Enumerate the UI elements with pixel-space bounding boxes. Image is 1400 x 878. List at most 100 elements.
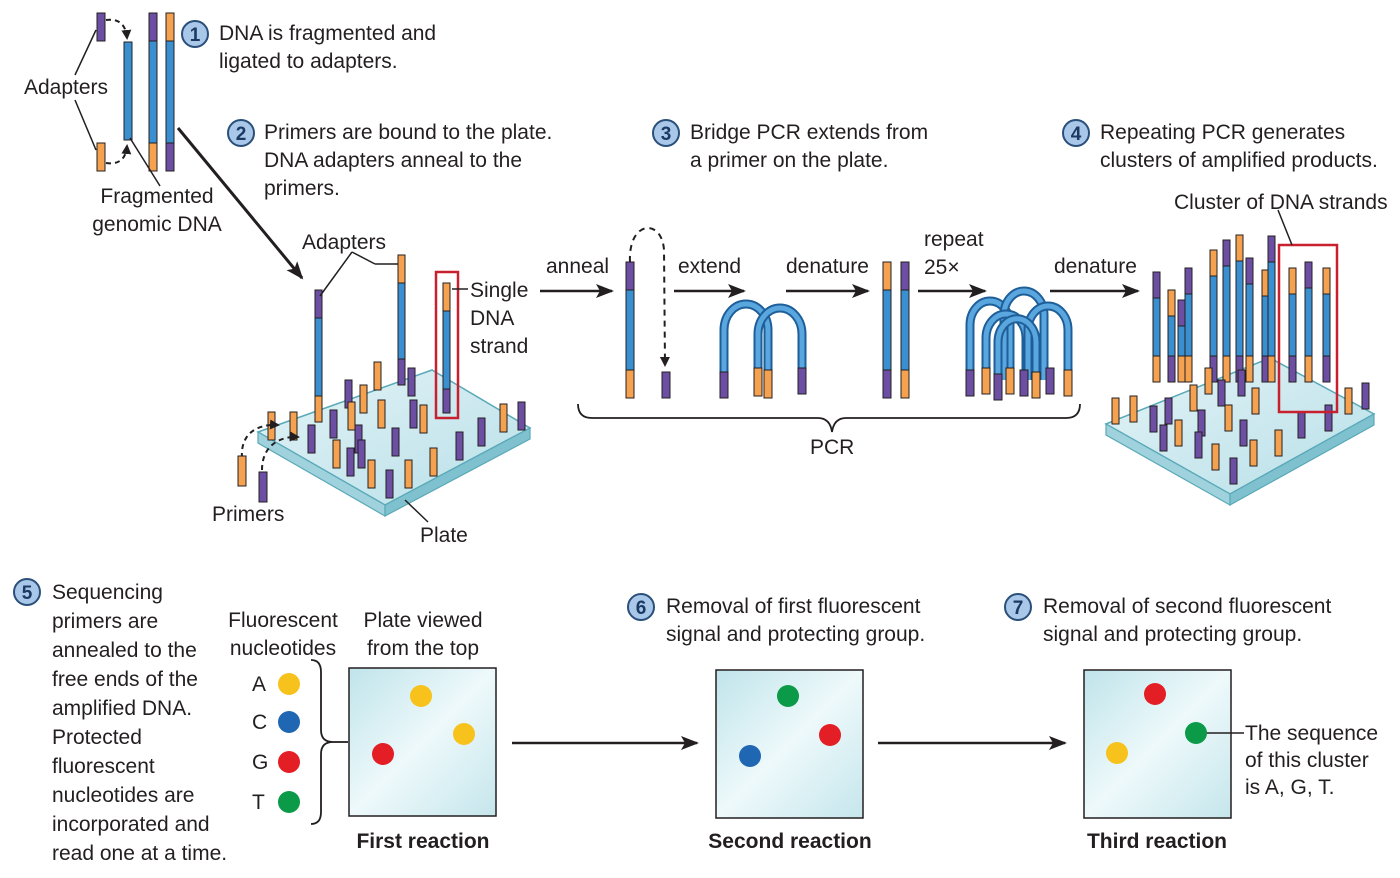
- repeat-label: repeat 25×: [924, 228, 984, 279]
- cluster-strand-bottom: [1222, 355, 1231, 383]
- cluster-strand-top: [1322, 267, 1331, 295]
- first-reaction-label: First reaction: [356, 830, 490, 853]
- plate-primer: [1237, 369, 1246, 397]
- cluster-strand-body: [1222, 265, 1231, 357]
- step7-text: Removal of second fluorescent signal and…: [1043, 595, 1332, 646]
- plate-primer: [1174, 419, 1183, 447]
- plate-primer: [1211, 443, 1220, 471]
- svg-text:6: 6: [636, 598, 647, 619]
- cluster-strand-top: [1167, 289, 1176, 317]
- plate-primer: [1149, 405, 1158, 433]
- cluster-strand-top: [1222, 239, 1231, 267]
- plate-strands: [237, 251, 614, 523]
- svg-text:2: 2: [236, 124, 247, 145]
- cluster-strand-bottom: [1167, 355, 1176, 383]
- cluster-strand-body: [1177, 325, 1186, 357]
- plate-primer: [347, 401, 356, 431]
- nucleotide-letter-t: T: [252, 791, 265, 814]
- cluster-strand-body: [1184, 293, 1193, 357]
- step3-text: Bridge PCR extends from a primer on the …: [690, 121, 929, 172]
- fluorescent-spot-g: [372, 743, 394, 765]
- plate-primer: [1361, 382, 1370, 410]
- plate-primer: [1229, 457, 1238, 485]
- pcr-label: PCR: [810, 436, 855, 459]
- plate-primer: [407, 367, 416, 397]
- cluster-strand-body: [1152, 297, 1161, 357]
- plate-primer: [409, 399, 418, 429]
- cluster-strand-top: [1288, 267, 1297, 295]
- step-badge-2: 2: [227, 119, 255, 147]
- fluorescent-spot-t: [1185, 722, 1207, 744]
- cluster-strand-bottom: [1245, 355, 1254, 383]
- svg-text:3: 3: [661, 124, 672, 145]
- cluster-strand-bottom: [1322, 355, 1331, 383]
- step-badge-4: 4: [1062, 119, 1090, 147]
- second-reaction-label: Second reaction: [708, 830, 872, 853]
- nucleotide-dot-t: [278, 791, 300, 813]
- cluster-strand-body: [1304, 287, 1313, 357]
- plate-primer: [346, 447, 355, 477]
- step1-text: DNA is fragmented and ligated to adapter…: [219, 22, 437, 73]
- nucleotide-dot-g: [278, 751, 300, 773]
- svg-text:7: 7: [1013, 598, 1024, 619]
- plate-primer: [1239, 419, 1248, 447]
- fluorescent-spot-a: [1106, 742, 1128, 764]
- step-badge-3: 3: [652, 119, 680, 147]
- fluorescent-spot-g: [819, 724, 841, 746]
- fragmented-dna-label: Fragmented genomic DNA: [92, 185, 222, 236]
- cluster-strand-body: [1322, 293, 1331, 357]
- plate-primer: [1204, 367, 1213, 395]
- nucleotide-letter-g: G: [252, 751, 269, 774]
- cluster-strand-body: [1288, 293, 1297, 357]
- plate-primer: [1164, 397, 1173, 425]
- denature-label-1: denature: [786, 255, 869, 278]
- step2-text: Primers are bound to the plate. DNA adap…: [264, 121, 553, 200]
- cluster-label: Cluster of DNA strands: [1174, 191, 1388, 214]
- plate-primer: [1129, 395, 1138, 423]
- plate-primer: [359, 384, 368, 414]
- plate-primer: [1251, 387, 1260, 415]
- plate-primer: [1297, 411, 1306, 439]
- plate-primer: [1224, 404, 1233, 432]
- cluster-strand-top: [1152, 271, 1161, 299]
- plate-primer: [391, 427, 400, 457]
- plate-primer: [329, 409, 338, 439]
- fluorescent-spot-g: [1144, 683, 1166, 705]
- plate-primer: [1111, 397, 1120, 425]
- extend-label: extend: [678, 255, 742, 278]
- cluster-strand-bottom: [1177, 355, 1186, 383]
- plate-primer: [1324, 404, 1333, 432]
- primers-label: Primers: [212, 503, 285, 526]
- cluster-highlight: [1277, 243, 1339, 414]
- plate-top-label: Plate viewed from the top: [363, 609, 483, 660]
- reactions: [310, 659, 1244, 825]
- plate-primer: [1159, 424, 1168, 452]
- cluster-strand-body: [1245, 283, 1254, 357]
- plate-primer: [419, 404, 428, 434]
- step-badge-1: 1: [181, 20, 209, 48]
- cluster-strand-top: [1209, 249, 1218, 277]
- nucleotide-letter-c: C: [252, 711, 268, 734]
- cluster-strand-bottom: [1152, 355, 1161, 383]
- nucleotide-letter-a: A: [252, 673, 267, 696]
- plate-primer: [307, 424, 316, 454]
- cluster-strands: [1111, 234, 1370, 485]
- single-strand-label: Single DNA strand: [470, 279, 529, 358]
- step1-illustration: [74, 12, 304, 280]
- fluorescent-spot-a: [410, 685, 432, 707]
- fluorescent-spot-c: [739, 745, 761, 767]
- plate-primer: [1344, 387, 1353, 415]
- plate-primer: [404, 459, 413, 489]
- svg-text:5: 5: [22, 583, 33, 604]
- plate-primer: [477, 417, 486, 447]
- plate-primer: [499, 403, 508, 433]
- cluster-strand-body: [1235, 260, 1244, 357]
- step-badge-5: 5: [13, 578, 41, 606]
- svg-text:4: 4: [1071, 124, 1082, 145]
- plate-primer: [373, 361, 382, 391]
- cluster-strand-top: [1184, 267, 1193, 295]
- svg-text:1: 1: [190, 25, 201, 46]
- plate-primer: [367, 459, 376, 489]
- cluster-strand-top: [1245, 257, 1254, 285]
